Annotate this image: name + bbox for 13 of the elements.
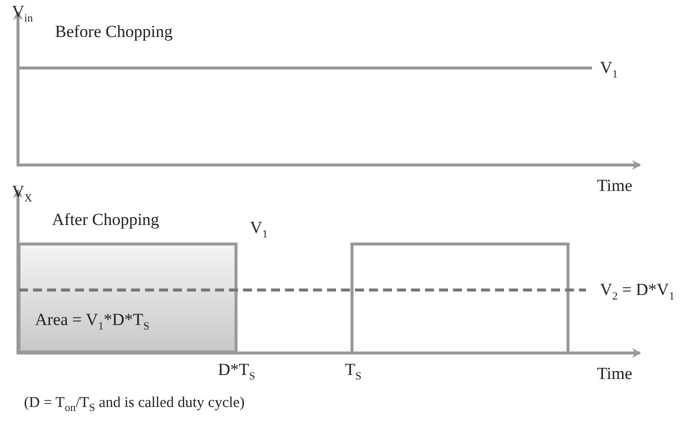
average-label: V$_{2}$ = D*V$_{1}$ bbox=[600, 280, 674, 304]
axis-label: V$_{X}$ bbox=[12, 182, 32, 206]
plot-heading: Before Chopping bbox=[55, 22, 173, 42]
level-label: V$_{1}$ bbox=[600, 58, 618, 82]
tick-label: T$_{S}$ bbox=[345, 360, 362, 384]
axis-label: V$_{in}$ bbox=[12, 2, 33, 26]
tick-label: D*T$_{S}$ bbox=[218, 360, 256, 384]
axis-label: Time bbox=[597, 176, 632, 196]
plot-heading: After Chopping bbox=[52, 210, 160, 230]
area-label: Area = V$_{1}$*D*T$_{S}$ bbox=[35, 310, 150, 334]
caption-note: (D = T$_{on}$/T$_{S}$ and is called duty cycle) bbox=[24, 394, 245, 416]
axis-label: Time bbox=[597, 364, 632, 384]
level-label: V$_{1}$ bbox=[250, 218, 268, 242]
